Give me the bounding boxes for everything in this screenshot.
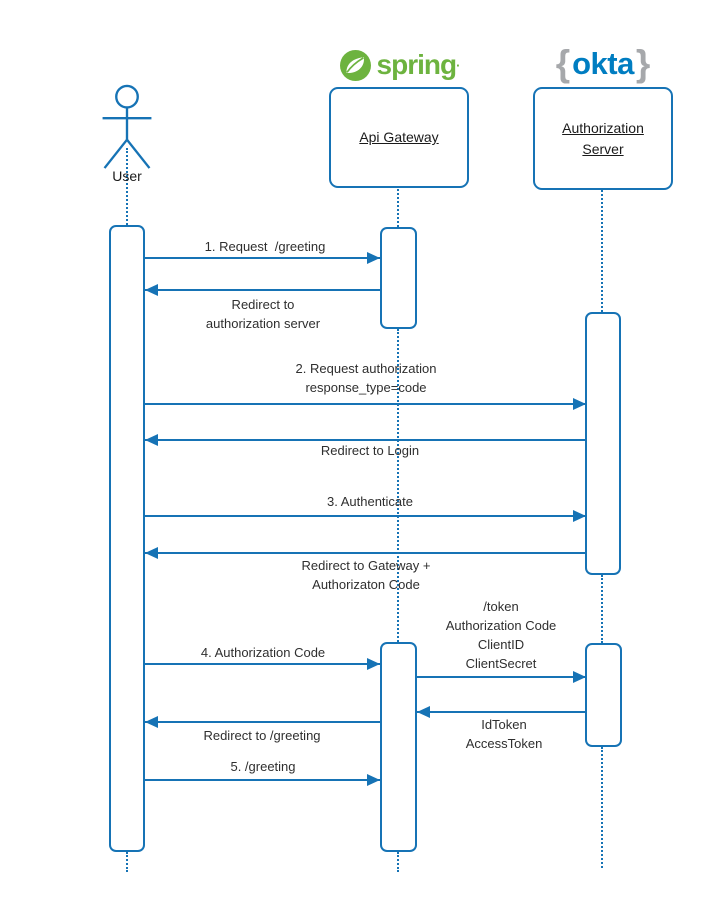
message-arrow-6	[145, 552, 586, 554]
authorization-server-label: Authorization Server	[562, 120, 644, 157]
message-arrow-1	[145, 257, 380, 259]
arrowhead-left-icon	[145, 716, 158, 728]
spring-leaf-icon	[339, 49, 371, 81]
spring-wordmark: spring	[376, 49, 458, 80]
message-arrow-8	[417, 676, 586, 678]
arrowhead-left-icon	[145, 434, 158, 446]
arrowhead-right-icon	[367, 774, 380, 786]
message-arrow-4	[145, 439, 586, 441]
okta-brace-right: }	[635, 42, 651, 84]
spring-trademark: ·	[456, 57, 461, 73]
user-lifeline	[126, 852, 128, 872]
api-gateway-label: Api Gateway	[359, 129, 439, 146]
arrowhead-right-icon	[367, 252, 380, 264]
spring-logo: spring·	[330, 48, 470, 82]
authorization-server-lifeline	[601, 190, 603, 312]
message-label-6: Redirect to Gateway + Authorizaton Code	[301, 558, 431, 592]
authorization-server-lifeline	[601, 575, 603, 643]
arrowhead-left-icon	[145, 284, 158, 296]
authorization-server-lifeline	[601, 747, 603, 868]
api-gateway-lifeline	[397, 189, 399, 227]
arrowhead-right-icon	[573, 398, 586, 410]
message-arrow-11	[145, 779, 380, 781]
authorization-server-box: Authorization Server	[533, 87, 673, 190]
user-actor-icon	[99, 84, 155, 170]
message-label-8: /token Authorization Code ClientID Clien…	[445, 599, 557, 671]
okta-logo: { okta }	[535, 42, 671, 84]
user-actor-label: User	[112, 168, 142, 184]
okta-wordmark: okta	[572, 45, 634, 81]
message-label-9: IdToken AccessToken	[465, 717, 543, 751]
api-gateway-box: Api Gateway	[329, 87, 469, 188]
message-label-7: 4. Authorization Code	[200, 645, 326, 660]
message-label-5: 3. Authenticate	[326, 494, 414, 509]
message-arrow-10	[145, 721, 380, 723]
message-label-3: 2. Request authorization response_type=c…	[295, 361, 437, 395]
api-gateway-lifeline	[397, 852, 399, 872]
authorization-server-activation-1	[585, 312, 621, 575]
message-arrow-9	[417, 711, 586, 713]
authorization-server-activation-2	[585, 643, 622, 747]
message-label-1: 1. Request /greeting	[204, 239, 326, 254]
message-label-11: 5. /greeting	[230, 759, 296, 774]
api-gateway-lifeline	[397, 329, 399, 642]
okta-brace-left: {	[555, 42, 571, 84]
message-arrow-7	[145, 663, 380, 665]
arrowhead-right-icon	[367, 658, 380, 670]
arrowhead-right-icon	[573, 671, 586, 683]
arrowhead-left-icon	[417, 706, 430, 718]
arrowhead-right-icon	[573, 510, 586, 522]
arrowhead-left-icon	[145, 547, 158, 559]
api-gateway-activation-2	[380, 642, 417, 852]
api-gateway-activation-1	[380, 227, 417, 329]
message-label-2: Redirect to authorization server	[205, 297, 321, 331]
message-arrow-3	[145, 403, 586, 405]
user-activation	[109, 225, 145, 852]
message-label-10: Redirect to /greeting	[203, 728, 321, 743]
user-lifeline	[126, 148, 128, 225]
message-arrow-2	[145, 289, 380, 291]
message-arrow-5	[145, 515, 586, 517]
message-label-4: Redirect to Login	[320, 443, 420, 458]
